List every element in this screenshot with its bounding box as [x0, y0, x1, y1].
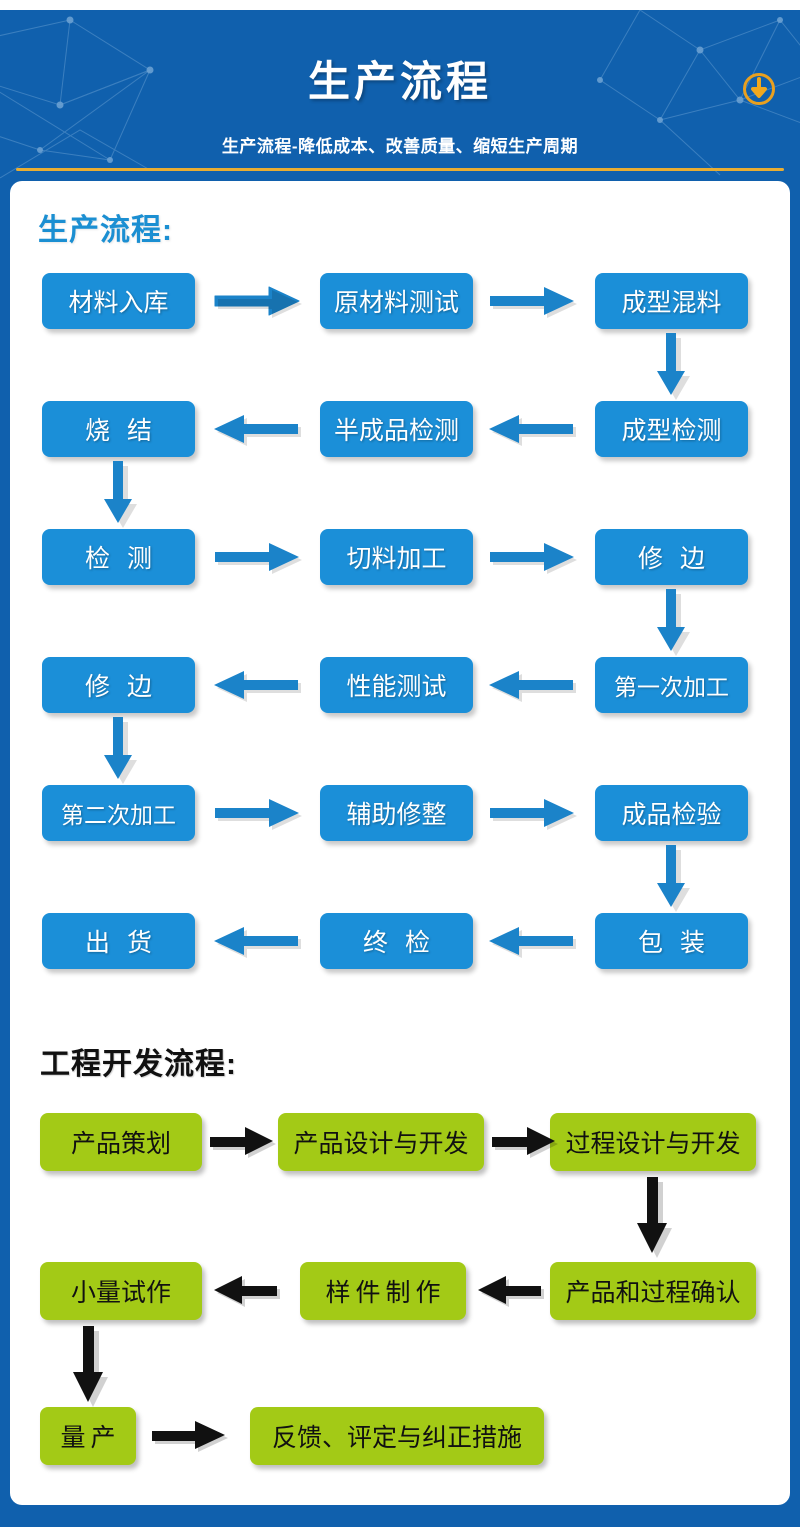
arrow-right-icon — [213, 285, 303, 318]
arrow-down-icon — [72, 1324, 108, 1407]
flow-node-forming-inspection[interactable]: 成型检测 — [595, 401, 748, 457]
flow-node-feedback-assessment-corrective[interactable]: 反馈、评定与纠正措施 — [250, 1407, 544, 1465]
arrow-left-icon — [476, 1275, 546, 1307]
download-circle-icon[interactable] — [742, 72, 776, 106]
arrow-left-icon — [488, 669, 578, 702]
arrow-down-icon — [655, 843, 690, 912]
flow-node-cutting-processing[interactable]: 切料加工 — [320, 529, 473, 585]
arrow-left-icon — [488, 413, 578, 446]
arrow-right-icon — [213, 541, 303, 574]
flow-node-product-process-validation[interactable]: 产品和过程确认 — [550, 1262, 756, 1320]
production-section-title: 生产流程: — [38, 214, 173, 247]
flow-node-final-product-inspection[interactable]: 成品检验 — [595, 785, 748, 841]
arrow-left-icon — [212, 1275, 282, 1307]
engineering-section-title: 工程开发流程: — [40, 1048, 237, 1081]
flow-node-small-batch-trial[interactable]: 小量试作 — [40, 1262, 202, 1320]
flow-node-final-check[interactable]: 终 检 — [320, 913, 473, 969]
page-subtitle: 生产流程-降低成本、改善质量、缩短生产周期 — [221, 137, 579, 156]
flow-node-product-planning[interactable]: 产品策划 — [40, 1113, 202, 1171]
page-header: 生产流程 生产流程-降低成本、改善质量、缩短生产周期 — [0, 10, 800, 175]
flow-node-forming-mixing[interactable]: 成型混料 — [595, 273, 748, 329]
flow-node-sintering[interactable]: 烧 结 — [42, 401, 195, 457]
arrow-left-icon — [213, 925, 303, 958]
arrow-right-icon — [488, 541, 578, 574]
arrow-right-icon — [488, 797, 578, 830]
arrow-left-icon — [213, 669, 303, 702]
flow-node-auxiliary-trimming[interactable]: 辅助修整 — [320, 785, 473, 841]
arrow-down-icon — [655, 331, 690, 400]
flow-node-raw-material-test[interactable]: 原材料测试 — [320, 273, 473, 329]
content-card: 生产流程: 材料入库 原材料测试 成型混料 成型检测 半成品检测 烧 结 检 测… — [10, 181, 790, 1505]
arrow-left-icon — [213, 413, 303, 446]
flow-node-trimming-2[interactable]: 修 边 — [42, 657, 195, 713]
flow-node-product-design-development[interactable]: 产品设计与开发 — [278, 1113, 484, 1171]
flow-node-first-machining[interactable]: 第一次加工 — [595, 657, 748, 713]
flow-node-packaging[interactable]: 包 装 — [595, 913, 748, 969]
arrow-right-icon — [213, 797, 303, 830]
arrow-down-icon — [655, 587, 690, 656]
arrow-right-icon — [150, 1420, 230, 1452]
arrow-down-icon — [102, 459, 137, 528]
header-divider — [16, 168, 784, 171]
arrow-right-icon — [488, 285, 578, 318]
flow-node-shipping[interactable]: 出 货 — [42, 913, 195, 969]
flow-node-inspection[interactable]: 检 测 — [42, 529, 195, 585]
arrow-left-icon — [488, 925, 578, 958]
flow-node-performance-test[interactable]: 性能测试 — [320, 657, 473, 713]
arrow-down-icon — [636, 1175, 672, 1258]
flow-node-sample-making[interactable]: 样件制作 — [300, 1262, 466, 1320]
arrow-down-icon — [102, 715, 137, 784]
arrow-right-icon — [490, 1126, 560, 1158]
flow-node-second-machining[interactable]: 第二次加工 — [42, 785, 195, 841]
flow-node-material-warehousing[interactable]: 材料入库 — [42, 273, 195, 329]
flow-node-trimming-1[interactable]: 修 边 — [595, 529, 748, 585]
flow-node-mass-production[interactable]: 量产 — [40, 1407, 136, 1465]
flow-node-semifinished-inspection[interactable]: 半成品检测 — [320, 401, 473, 457]
flow-node-process-design-development[interactable]: 过程设计与开发 — [550, 1113, 756, 1171]
arrow-right-icon — [208, 1126, 278, 1158]
page-title: 生产流程 — [307, 58, 492, 105]
